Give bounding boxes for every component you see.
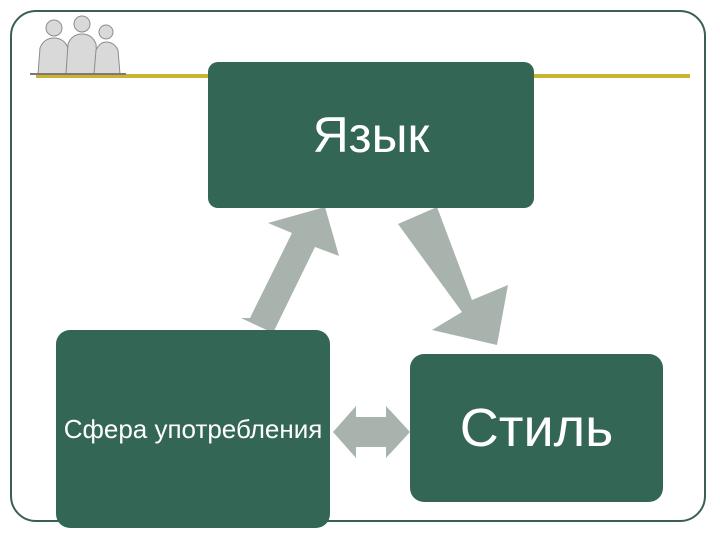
node-lang: Язык [208,62,534,208]
node-sfera-label: Сфера употребления [63,414,323,444]
business-people-icon [30,15,126,75]
node-stil-label: Стиль [459,398,614,458]
double-arrow-shape [333,406,410,458]
arrow-up-shape [241,207,339,333]
node-stil: Стиль [410,354,663,502]
node-sfera: Сфера употребления [56,330,330,528]
arrow-down-shape [398,207,508,345]
node-lang-label: Язык [312,107,430,163]
double-arrow-sfera-stil [333,406,410,458]
accent-line-left [36,74,208,78]
arrow-sfera-to-lang [241,207,339,333]
accent-line-right [534,74,690,78]
arrow-lang-to-stil [398,207,508,345]
